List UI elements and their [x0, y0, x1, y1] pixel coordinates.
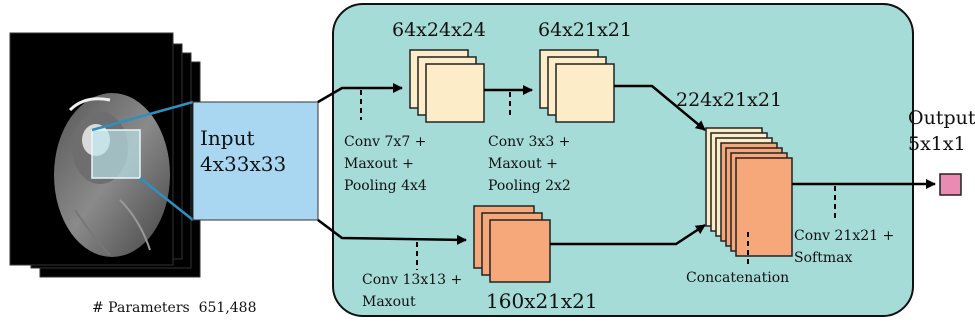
feature-maps-stage2 — [539, 49, 615, 123]
stage1-op-1: Conv 7x7 + — [344, 134, 427, 150]
concat-label: Concatenation — [686, 270, 790, 286]
concat-dims: 224x21x21 — [676, 89, 783, 111]
arrow-lower-to-concat — [550, 223, 706, 246]
mri-input-stack — [9, 32, 201, 278]
output-title: Output — [908, 107, 975, 129]
arrow-stage2-to-concat — [614, 84, 706, 131]
final-op-1: Conv 21x21 + — [794, 228, 895, 244]
stage2-op-3: Pooling 2x2 — [488, 178, 571, 194]
input-dims: 4x33x33 — [200, 152, 287, 176]
patch-connector-top — [91, 100, 194, 132]
input-patch — [91, 129, 141, 179]
input-title: Input — [200, 126, 255, 150]
stage2-dims: 64x21x21 — [538, 19, 632, 41]
stage1-op-2: Maxout + — [344, 156, 414, 172]
arrow-input-to-lower — [317, 219, 467, 245]
final-op-2: Softmax — [794, 250, 853, 266]
input-block — [192, 101, 319, 221]
stage1-dims: 64x24x24 — [392, 19, 486, 41]
parameters-label: # Parameters 651,488 — [92, 300, 257, 316]
feature-maps-concat — [705, 127, 793, 257]
feature-maps-stage1 — [409, 49, 485, 123]
patch-connector-bottom — [139, 177, 194, 221]
arrow-input-to-stage1 — [317, 83, 403, 104]
stage2-op-2: Maxout + — [488, 156, 558, 172]
output-box — [939, 173, 962, 196]
feature-maps-lower — [473, 205, 551, 283]
lower-op-1: Conv 13x13 + — [362, 272, 463, 288]
output-dims: 5x1x1 — [908, 133, 966, 155]
stage2-op-1: Conv 3x3 + — [488, 134, 571, 150]
lower-op-2: Maxout — [362, 294, 416, 310]
lower-dims: 160x21x21 — [486, 289, 598, 313]
stage1-op-3: Pooling 4x4 — [344, 178, 427, 194]
